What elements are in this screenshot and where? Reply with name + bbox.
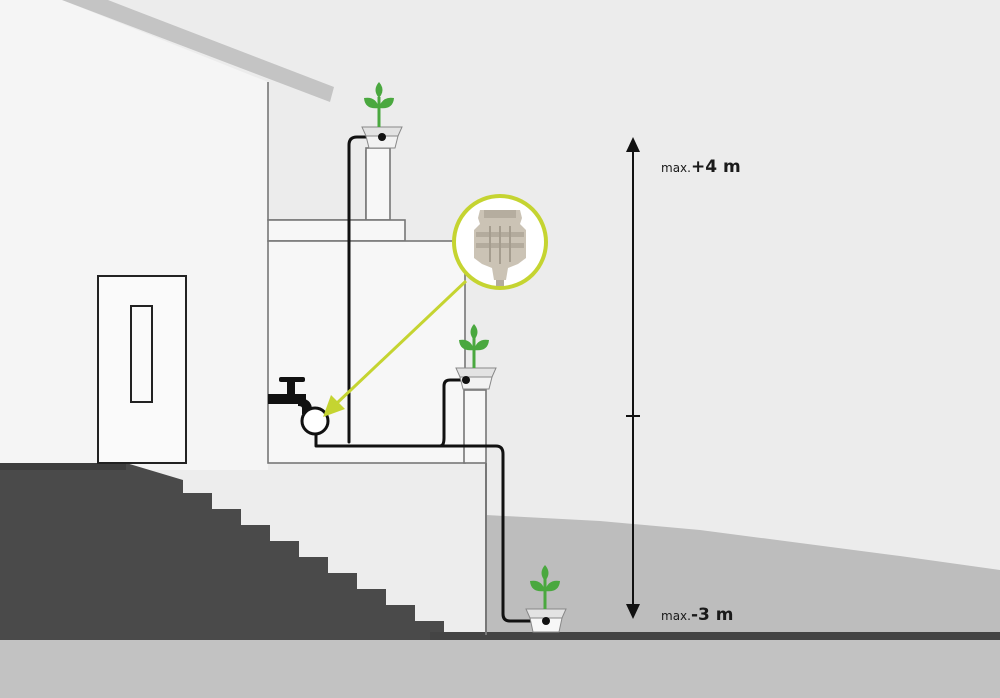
floor-line bbox=[430, 632, 1000, 640]
roof-line bbox=[62, 0, 334, 102]
pressure-reducer-callout bbox=[323, 194, 548, 417]
stair-top-slab bbox=[0, 463, 126, 470]
plant-icon bbox=[361, 82, 403, 149]
max-depth-value: -3 m bbox=[690, 605, 734, 625]
upper-ledge bbox=[267, 219, 406, 242]
hose-network bbox=[314, 135, 548, 623]
max-depth-label: max.-3 m bbox=[661, 605, 734, 625]
max-depth-prefix: max. bbox=[661, 609, 691, 623]
staircase bbox=[0, 463, 444, 640]
house-wall bbox=[0, 0, 268, 470]
plant-icon bbox=[455, 324, 497, 390]
hose-upper bbox=[347, 135, 385, 444]
ground-slope bbox=[486, 515, 1000, 632]
pressure-reducer-marker bbox=[300, 406, 330, 436]
double-arrow-icon bbox=[626, 137, 640, 619]
lower-wall bbox=[267, 240, 466, 464]
plant-icon bbox=[525, 565, 567, 633]
ground-base bbox=[0, 632, 1000, 698]
upper-pillar bbox=[365, 147, 391, 221]
max-height-value: +4 m bbox=[690, 157, 741, 177]
mid-pillar bbox=[463, 389, 487, 464]
right-wall-edge bbox=[485, 463, 487, 635]
pressure-reducer-icon bbox=[474, 210, 526, 286]
max-height-prefix: max. bbox=[661, 161, 691, 175]
hose-lower bbox=[438, 444, 548, 623]
max-height-label: max.+4 m bbox=[661, 157, 741, 177]
door-window bbox=[130, 305, 153, 403]
